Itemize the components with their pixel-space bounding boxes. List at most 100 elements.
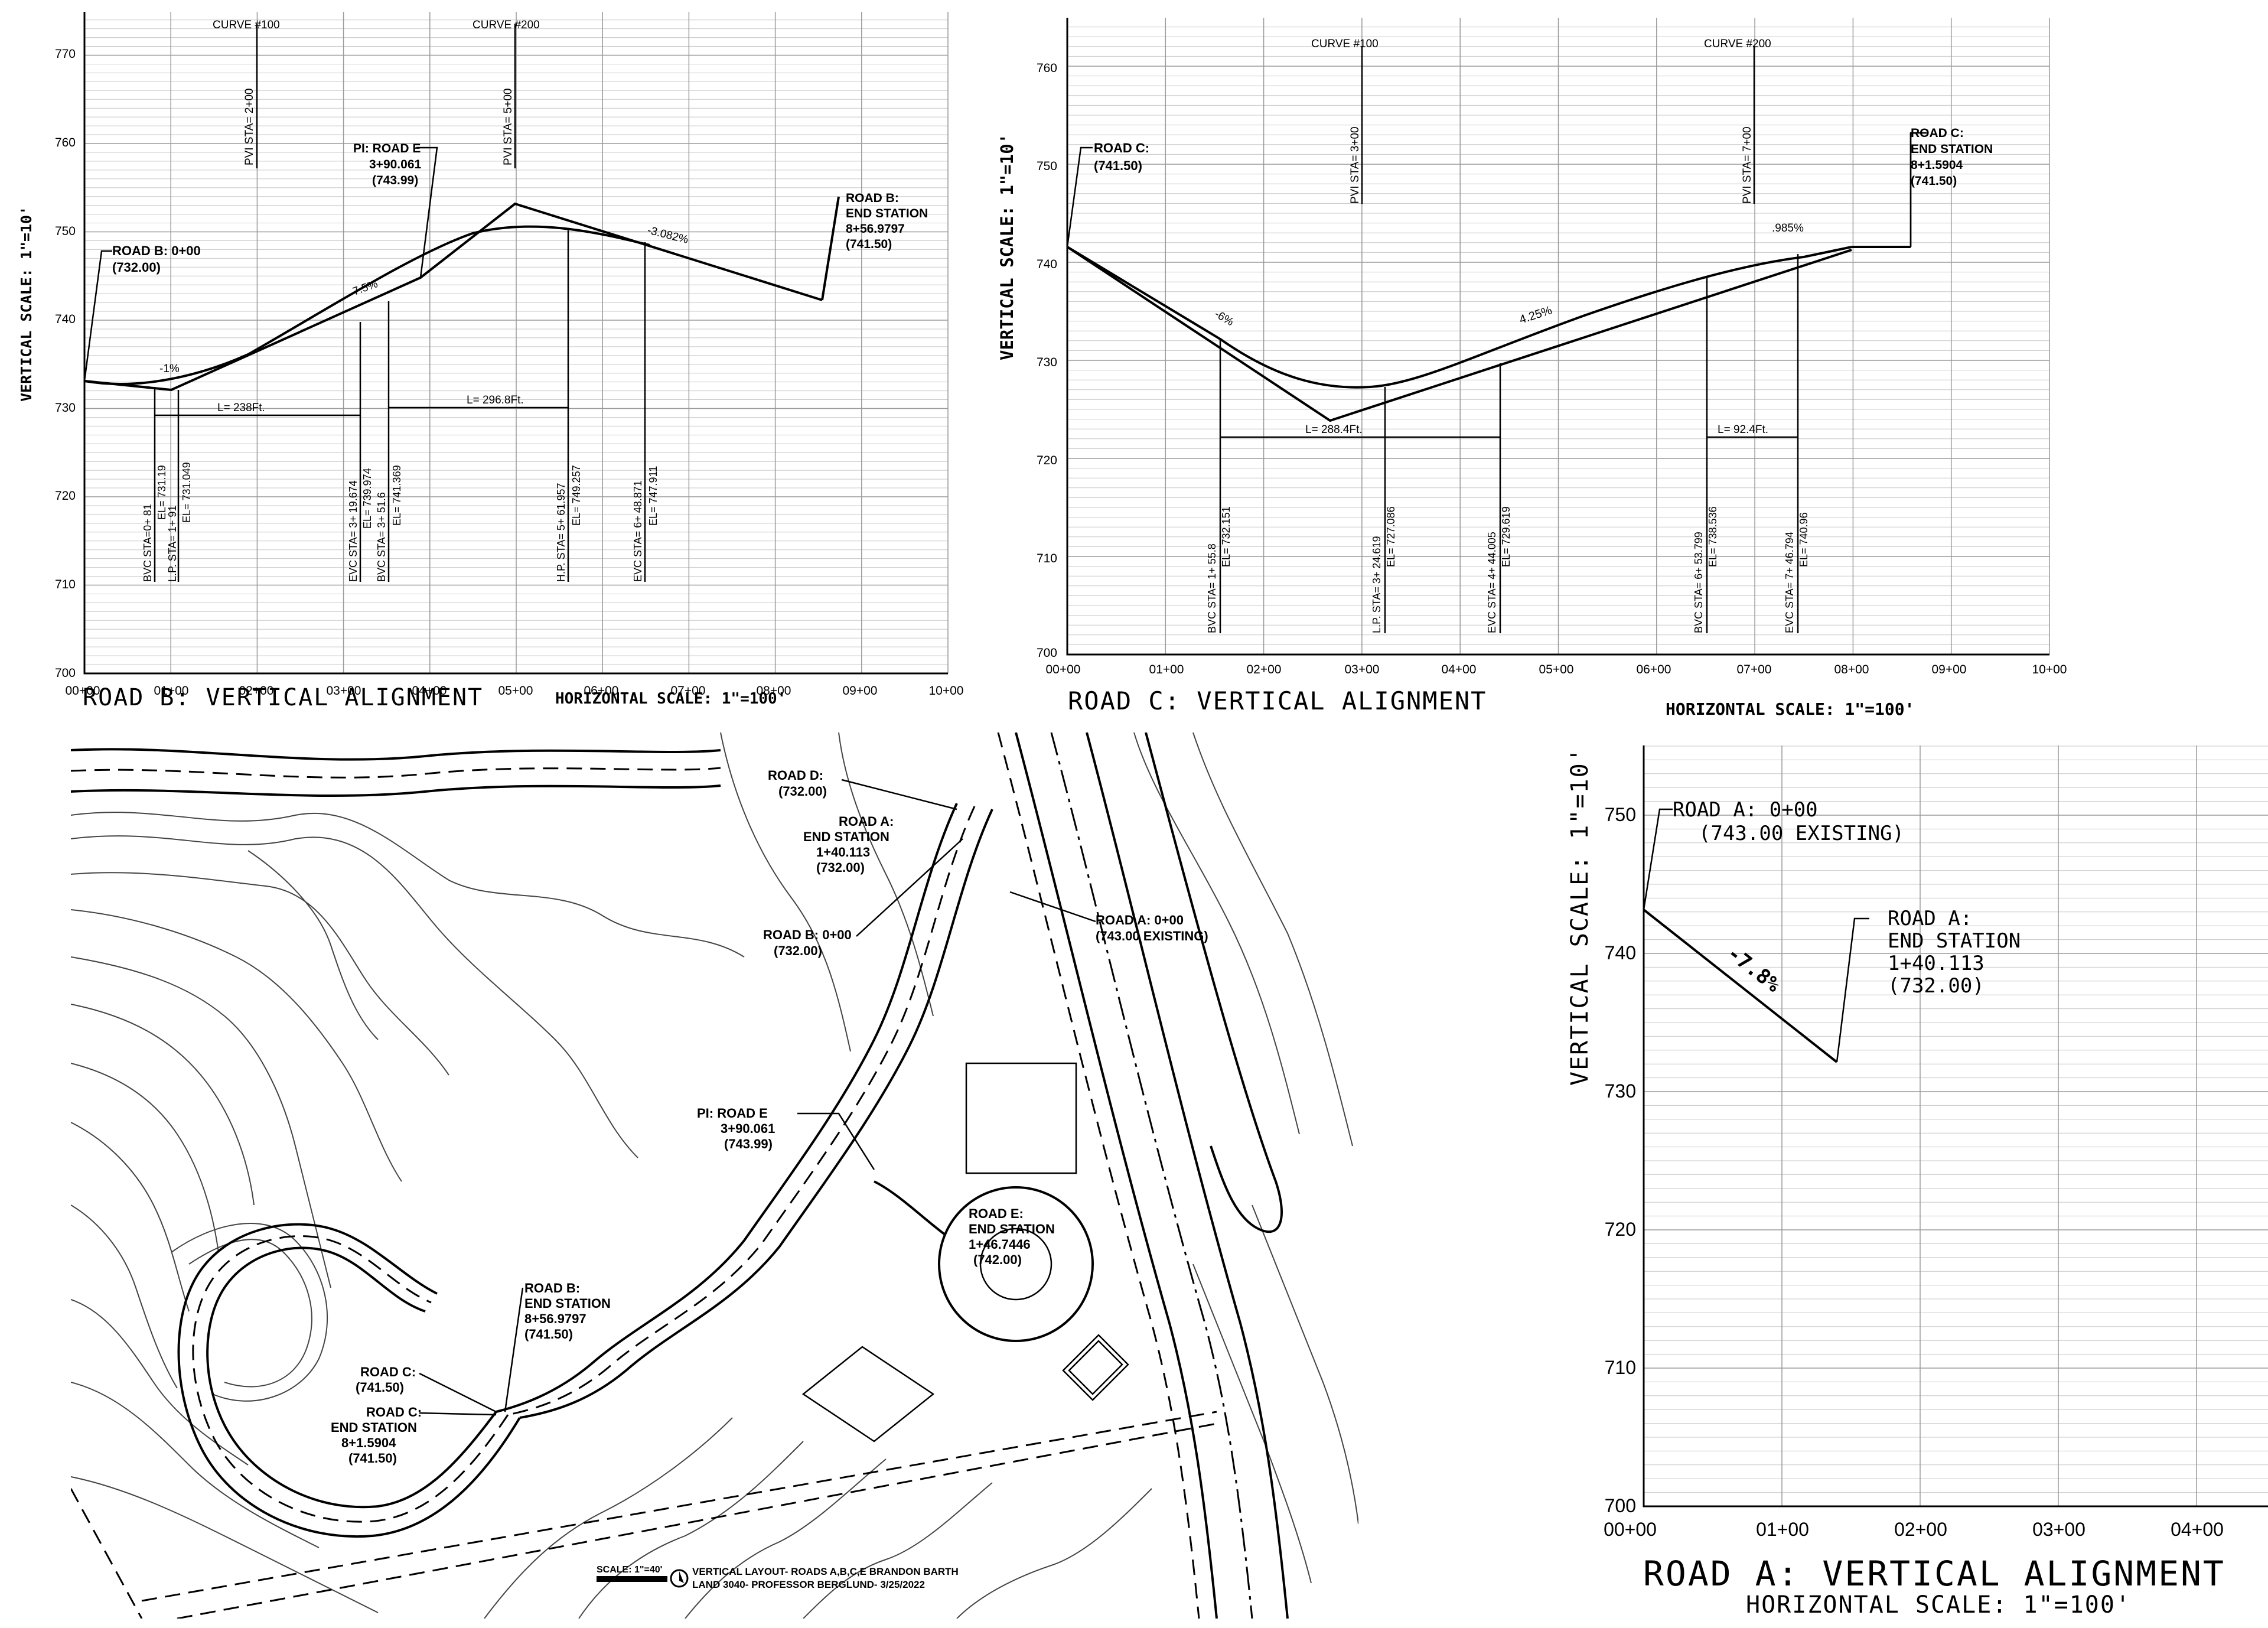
road-c-end-station: END STATION [331,1420,417,1435]
curve-label: CURVE #100 [1311,38,1379,50]
x-tick: 02+00 [1247,663,1282,676]
start-elev: (732.00) [112,260,161,275]
sta-label: EL= 731.049 [181,462,193,523]
x-tick: 03+00 [327,684,361,697]
grade-label: 7.5% [351,278,380,298]
y-tick: 700 [1037,646,1057,660]
y-tick: 760 [55,136,76,149]
grade-label: -3.082% [646,224,690,246]
road-e-elev: (742.00) [973,1252,1022,1267]
road-c-profile-lines [1066,133,1912,438]
x-tick: 09+00 [1932,663,1967,676]
road-b-end-label: ROAD B: [524,1281,580,1295]
plan-title-line1: VERTICAL LAYOUT- ROADS A,B,C,E BRANDON B… [692,1566,959,1577]
road-c-grid [1066,18,2050,656]
road-e-label: ROAD E: [969,1206,1024,1221]
road-a-grid [1643,745,2268,1507]
x-tick: 04+00 [1442,663,1477,676]
axis-line [1643,745,2268,1507]
x-tick: 03+00 [1345,663,1380,676]
x-tick: 05+00 [1539,663,1574,676]
y-tick: 760 [1037,61,1057,75]
plan-view: ROAD D: (732.00) ROAD A: END STATION 1+4… [71,732,1358,1619]
road-c-profile: 760 750 740 730 720 710 700 00+00 01+00 … [1037,18,2067,676]
building-house [1062,1334,1129,1401]
axis-line [1066,18,2049,656]
sta-label: EL= 747.911 [647,466,659,526]
road-c-station-lines [1219,254,1799,633]
y-tick: 740 [55,312,76,326]
road-a-end-label: ROAD A: [839,814,894,829]
x-tick: 10+00 [929,684,964,697]
sta-label: EL= 738.536 [1707,506,1719,567]
curve-label: CURVE #100 [213,19,280,31]
pvi-label: PVI STA= 5+00 [502,88,514,165]
x-tick: 00+00 [66,684,100,697]
road-b-curve-markers: CURVE #100 PVI STA= 2+00 CURVE #200 PVI … [213,19,540,168]
road-c-x-ticks: 00+00 01+00 02+00 03+00 04+00 05+00 06+0… [1046,663,2067,676]
road-c-start-callout: ROAD C: (741.50) [1066,141,1149,248]
x-tick: 06+00 [584,684,619,697]
x-tick: 04+00 [2171,1519,2224,1540]
road-b-start-elev: (732.00) [774,943,822,958]
sta-label: H.P. STA= 5+ 61.957 [555,483,567,582]
y-tick: 720 [1037,454,1057,467]
x-tick: 09+00 [843,684,878,697]
plan-callouts: ROAD D: (732.00) ROAD A: END STATION 1+4… [331,768,1208,1466]
length-label: L= 296.8Ft. [467,394,524,406]
y-tick: 700 [1605,1495,1636,1516]
start-label: ROAD A: 0+00 [1673,798,1818,822]
curve-label: CURVE #200 [1704,38,1771,50]
end-elev: (741.50) [846,237,892,251]
plan-scale: SCALE: 1"=40' [597,1565,662,1575]
pi-sta: 3+90.061 [721,1121,775,1136]
y-tick: 740 [1037,258,1057,271]
end-label: ROAD B: [846,191,899,205]
road-b-station-labels: BVC STA=0+ 81 EL= 731.19 L.P. STA= 1+ 91… [142,462,659,582]
pvi-label: PVI STA= 2+00 [243,88,256,165]
road-b-y-ticks: 770 760 750 740 730 720 710 700 [55,47,76,680]
road-c-elev: (741.50) [356,1380,404,1395]
road-c-y-ticks: 760 750 740 730 720 710 700 [1037,61,1057,660]
road-b-end-callout: ROAD B: END STATION 8+56.9797 (741.50) [846,191,928,251]
end-elev: (741.50) [1911,174,1957,188]
curve-label: CURVE #200 [472,19,540,31]
road-b-lengths: L= 238Ft. L= 296.8Ft. [155,394,568,416]
sta-label: EVC STA= 6+ 48.871 [632,480,644,582]
top-road [71,748,721,797]
building-square [965,1062,1077,1174]
y-tick: 750 [1605,804,1636,825]
sta-label: EL= 731.19 [156,465,168,520]
road-a-end-elev: (732.00) [816,860,865,875]
sta-label: EVC STA= 3+ 19.674 [347,480,359,582]
sta-label: L.P. STA= 3+ 24.619 [1371,536,1383,633]
start-label: ROAD C: [1094,141,1149,155]
end-station: END STATION [846,207,928,220]
end-sta: 8+56.9797 [846,222,905,236]
sta-label: L.P. STA= 1+ 91 [167,506,178,582]
y-tick: 730 [1605,1080,1636,1102]
road-a-profile: 750 740 730 720 710 700 00+00 01+00 02+0… [1604,745,2268,1540]
length-label: L= 238Ft. [217,402,265,414]
road-e-sta: 1+46.7446 [969,1237,1031,1252]
end-label: ROAD C: [1911,126,1964,140]
sta-label: BVC STA= 1+ 55.8 [1206,543,1218,633]
pi-sta: 3+90.061 [369,158,421,171]
highway [997,732,1289,1619]
road-c-vscale: VERTICAL SCALE: 1"=10' [997,133,1017,360]
x-tick: 10+00 [2032,663,2067,676]
road-b-pi-callout: PI: ROAD E 3+90.061 (743.99) [353,142,438,278]
sta-label: EL= 740.96 [1798,512,1810,567]
road-a-title: ROAD A: VERTICAL ALIGNMENT [1643,1554,2225,1594]
end-station: END STATION [1911,142,1993,156]
x-tick: 07+00 [671,684,706,697]
end-label: ROAD A: [1888,907,1972,930]
plan-title-line2: LAND 3040- PROFESSOR BERGLUND- 3/25/2022 [692,1579,925,1590]
road-b-alignment [496,803,993,1419]
y-tick: 700 [55,666,76,680]
length-label: L= 92.4Ft. [1718,424,1768,436]
sta-label: EL= 727.086 [1385,506,1397,567]
x-tick: 04+00 [412,684,447,697]
road-b-hscale: HORIZONTAL SCALE: 1"=100' [555,690,787,708]
sta-label: EL= 732.151 [1220,506,1232,567]
